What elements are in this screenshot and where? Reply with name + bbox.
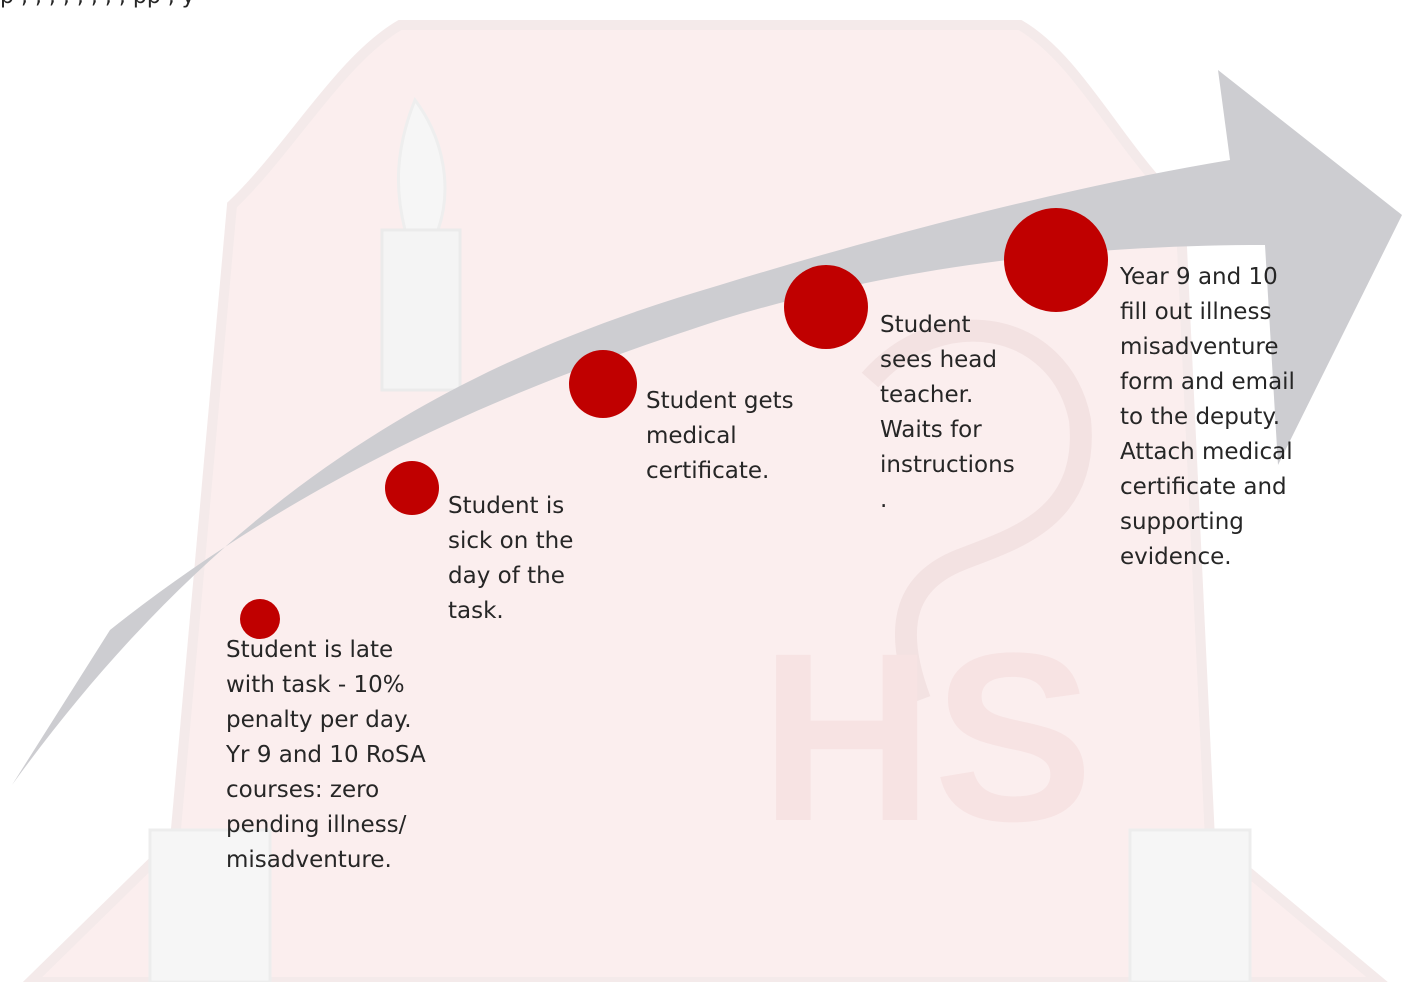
- timeline-dot-5: [1004, 208, 1108, 312]
- crest-swoosh-shape: [861, 319, 1092, 704]
- crest-bottom-right-panel: [1128, 828, 1252, 982]
- timeline-dot-3: [569, 350, 637, 418]
- timeline-dot-2: [385, 461, 439, 515]
- crest-bottom-left-panel: [148, 828, 272, 982]
- step-5-text: Year 9 and 10 fill out illness misadvent…: [1120, 264, 1295, 570]
- torch-handle-icon: [380, 228, 462, 392]
- timeline-dot-4: [784, 265, 868, 349]
- step-1-text: Student is late with task - 10% penalty …: [226, 637, 426, 873]
- step-2-text: Student is sick on the day of the task.: [448, 493, 574, 624]
- crest-letters: HS: [760, 603, 1093, 871]
- step-3-text: Student gets medical certificate.: [646, 388, 794, 484]
- step-4-text: Student sees head teacher. Waits for ins…: [880, 312, 1015, 513]
- top-cropped-text: p , , , , , , , , pp , y: [0, 0, 1402, 8]
- timeline-dot-1: [240, 599, 280, 639]
